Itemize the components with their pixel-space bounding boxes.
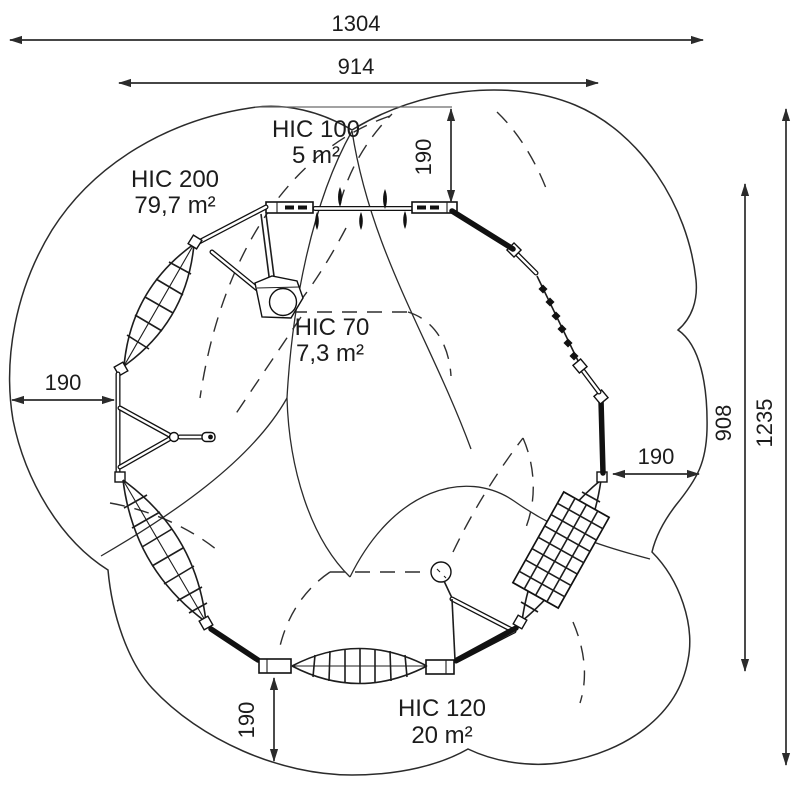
dimension-190-bottom: 190 (234, 677, 279, 762)
zone-inner-arc (349, 485, 651, 578)
dimension-190-right-value: 190 (638, 444, 675, 469)
hic-boundary (234, 316, 302, 416)
dimension-190-left-value: 190 (45, 370, 82, 395)
hic-boundary (279, 571, 331, 647)
dimensions: 1304 914 190 190 190 190 908 1235 (9, 11, 791, 766)
climbing-net-upper-left (113, 234, 203, 377)
planting-marks (315, 187, 407, 230)
top-walkway (265, 187, 458, 230)
platform-bottom-right (425, 659, 455, 675)
zone-inner-arc (100, 397, 288, 557)
dimension-1304: 1304 (9, 11, 704, 45)
dimension-1235: 1235 (752, 108, 791, 766)
dimension-908: 908 (711, 183, 750, 672)
cargo-net-grid (511, 490, 611, 610)
hic-100-area: 5 m² (292, 142, 340, 169)
left-post-and-triangle (114, 371, 216, 483)
safety-zone-flower-outline (8, 89, 708, 776)
hic-120-area: 20 m² (411, 722, 472, 749)
hic-boundary (339, 113, 393, 205)
cargo-net-right (511, 471, 611, 630)
knotted-climbing-rope (536, 275, 581, 366)
ball-post-assembly (430, 561, 519, 664)
ball-top-view (430, 561, 452, 583)
dimension-1304-value: 1304 (332, 11, 381, 36)
hic-200-area: 79,7 m² (134, 192, 215, 219)
hic-200-label: HIC 200 (131, 166, 219, 193)
dimension-908-value: 908 (711, 405, 736, 442)
hic-70-label: HIC 70 (295, 314, 370, 341)
dimension-914-value: 914 (338, 54, 375, 79)
basket-seat (268, 287, 298, 317)
dimension-190-top: 190 (411, 108, 456, 203)
hic-boundary (407, 311, 452, 377)
equipment-structure (113, 187, 611, 685)
dimension-190-left: 190 (11, 370, 115, 405)
hic-100-label: HIC 100 (272, 116, 360, 143)
hic-boundary (522, 437, 534, 533)
hic-boundary (572, 621, 586, 704)
climbing-net-lower-left (122, 479, 261, 663)
bottom-net-bridge (258, 647, 455, 685)
zone-inner-arc (351, 130, 472, 450)
dimension-190-bottom-value: 190 (234, 702, 259, 739)
hic-120-label: HIC 120 (398, 695, 486, 722)
platform-bottom-left (258, 658, 292, 674)
hic-boundary (109, 502, 223, 555)
hic-boundary (496, 111, 550, 197)
zone-inner-arc (286, 397, 351, 578)
right-post-and-rope (449, 208, 610, 476)
hic-boundary (292, 227, 347, 311)
hic-labels: HIC 100 5 m² HIC 200 79,7 m² HIC 70 7,3 … (131, 116, 486, 749)
dimension-1235-value: 1235 (752, 399, 777, 448)
dimension-190-top-value: 190 (411, 139, 436, 176)
basket-swing-assembly (194, 204, 304, 319)
safety-zone-outline (8, 89, 708, 776)
hic-70-area: 7,3 m² (296, 340, 364, 367)
hic-boundary (452, 437, 524, 553)
dimension-190-right: 190 (612, 444, 700, 479)
zone-inner-arc (286, 130, 353, 399)
hanging-basket (254, 275, 304, 319)
dimension-914: 914 (118, 54, 599, 88)
